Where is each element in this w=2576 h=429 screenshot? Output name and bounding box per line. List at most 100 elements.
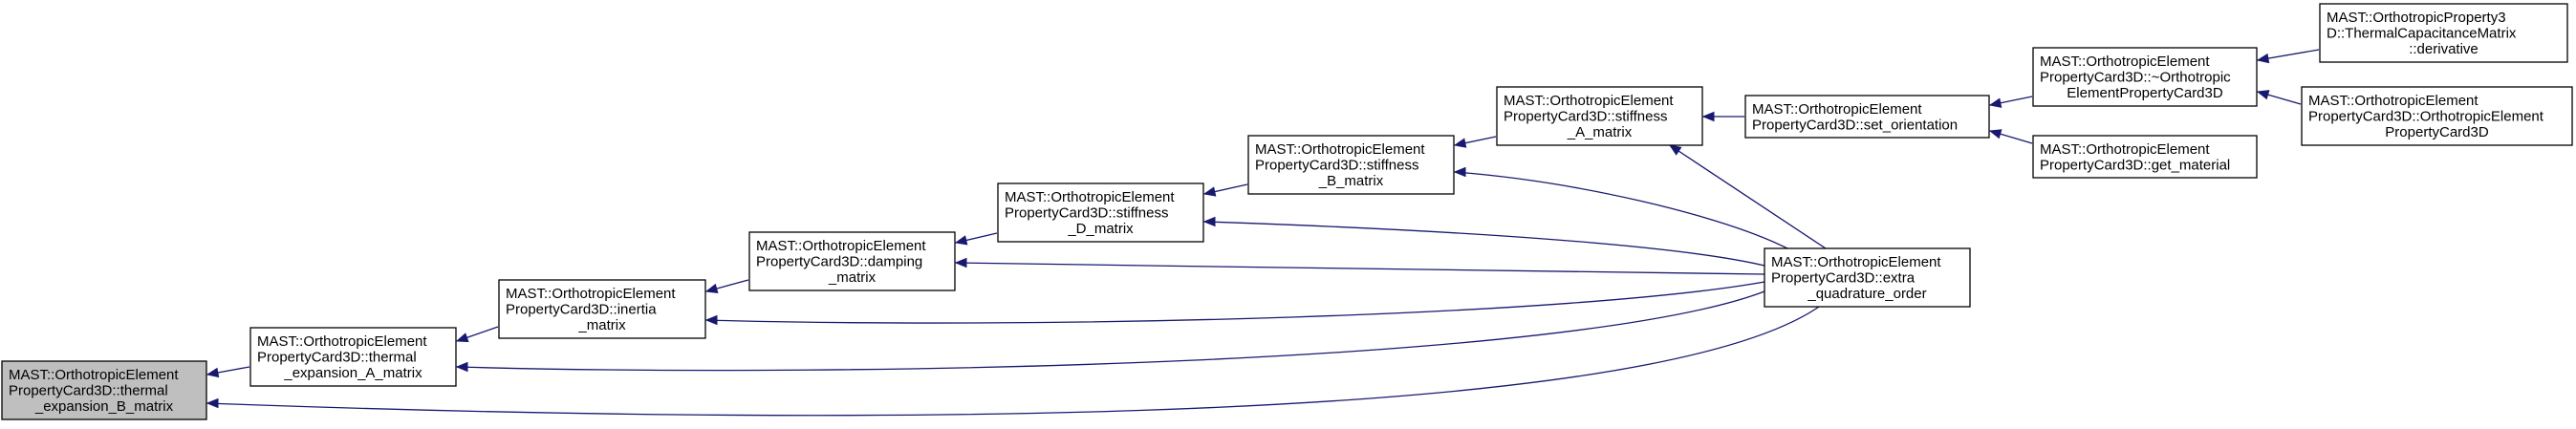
arrowhead (704, 314, 718, 326)
node-box (1744, 95, 1990, 139)
node-label-line: PropertyCard3D::~Orthotropic (2040, 70, 2231, 86)
node-label-line: PropertyCard3D::stiffness (1255, 158, 1418, 174)
edge-n4-n5 (1202, 183, 1248, 197)
edge-n4-n8 (1202, 216, 1765, 267)
graph-node[interactable]: MAST::OrthotropicElementPropertyCard3D::… (997, 182, 1204, 243)
node-label-line: _A_matrix (1567, 124, 1633, 140)
node-box (2319, 3, 2568, 63)
node-box (1764, 247, 1971, 308)
arrowhead (1988, 129, 2002, 139)
arrowhead (1701, 111, 1715, 122)
graph-node[interactable]: MAST::OrthotropicElementPropertyCard3D::… (748, 231, 956, 291)
edge-n3-n4 (954, 232, 998, 246)
arrowhead (206, 367, 220, 378)
node-box (249, 327, 457, 387)
edge-n1-n2 (455, 326, 499, 343)
arrowhead (1202, 216, 1216, 227)
edge-n9-n12 (2256, 90, 2302, 105)
node-box (2301, 86, 2573, 146)
edge-line (206, 306, 1820, 417)
node-label-line: PropertyCard3D::stiffness (1504, 109, 1667, 125)
node-label-line: _D_matrix (1067, 221, 1134, 237)
arrowhead (704, 283, 719, 294)
node-label-line: MAST::OrthotropicElement (2040, 54, 2210, 70)
node-box (2032, 135, 2258, 179)
edge-line (955, 262, 1765, 275)
graph-node[interactable]: MAST::OrthotropicElementPropertyCard3D::… (2032, 47, 2258, 107)
graph-node[interactable]: MAST::OrthotropicElementPropertyCard3D::… (249, 327, 457, 387)
node-label-line: _quadrature_order (1807, 286, 1926, 302)
graph-node[interactable]: MAST::OrthotropicElementPropertyCard3D::… (498, 279, 706, 339)
node-box (498, 279, 706, 339)
graph-node[interactable]: MAST::OrthotropicElementPropertyCard3D::… (1764, 247, 1971, 308)
node-layer: MAST::OrthotropicElementPropertyCard3D::… (1, 3, 2573, 420)
edge-n6-n8 (1668, 144, 1827, 249)
edge-layer (206, 49, 2320, 417)
node-label-line: MAST::OrthotropicElement (1005, 189, 1175, 205)
node-label-line: _matrix (577, 317, 626, 333)
node-box (748, 231, 956, 291)
graph-node[interactable]: MAST::OrthotropicElementPropertyCard3D::… (2032, 135, 2258, 179)
edge-line (1669, 144, 1827, 249)
node-label-line: MAST::OrthotropicElement (756, 238, 926, 254)
node-label-line: PropertyCard3D::inertia (506, 302, 657, 318)
edge-n6-n7 (1701, 111, 1744, 122)
arrowhead (206, 397, 219, 409)
edge-n1-n8 (455, 290, 1765, 373)
graph-node[interactable]: MAST::OrthotropicElementPropertyCard3D::… (1496, 86, 1703, 146)
node-label-line: PropertyCard3D::damping (756, 254, 922, 270)
node-label-line: MAST::OrthotropicProperty3 (2327, 10, 2506, 26)
node-label-line: PropertyCard3D::extra (1771, 270, 1916, 287)
node-label-line: PropertyCard3D::stiffness (1005, 205, 1168, 222)
edge-line (456, 290, 1765, 372)
edge-line (1454, 171, 1788, 249)
edge-n3-n8 (954, 257, 1765, 275)
edge-n2-n8 (704, 281, 1765, 326)
node-box (1496, 86, 1703, 146)
node-label-line: PropertyCard3D::thermal (9, 383, 168, 399)
edge-n2-n3 (704, 279, 749, 294)
arrowhead (455, 361, 468, 373)
node-label-line: _expansion_B_matrix (34, 398, 174, 415)
graph-node[interactable]: MAST::OrthotropicElementPropertyCard3D::… (1247, 135, 1455, 195)
root-node: MAST::OrthotropicElementPropertyCard3D::… (1, 360, 207, 420)
node-label-line: MAST::OrthotropicElement (9, 367, 179, 383)
node-label-line: _B_matrix (1318, 173, 1384, 189)
node-label-line: _expansion_A_matrix (283, 365, 422, 381)
node-label-line: PropertyCard3D::OrthotropicElement (2308, 109, 2544, 125)
edge-n9-n11 (2256, 49, 2320, 64)
arrowhead (954, 257, 967, 268)
graph-node[interactable]: MAST::OrthotropicProperty3D::ThermalCapa… (2319, 3, 2568, 63)
node-label-line: ::derivative (2409, 41, 2479, 57)
node-label-line: D::ThermalCapacitanceMatrix (2327, 26, 2517, 42)
node-label-line: MAST::OrthotropicElement (1504, 93, 1674, 109)
edge-n0-n8 (206, 306, 1820, 417)
node-label-line: MAST::OrthotropicElement (2308, 93, 2479, 109)
edge-n7-n9 (1988, 96, 2033, 108)
node-label-line: MAST::OrthotropicElement (2040, 141, 2210, 158)
node-label-line: MAST::OrthotropicElement (1752, 101, 1922, 118)
node-label-line: PropertyCard3D::get_material (2040, 157, 2230, 173)
arrowhead (954, 235, 968, 246)
arrowhead (1202, 186, 1217, 197)
arrowhead (1668, 144, 1682, 156)
arrowhead (1988, 97, 2002, 108)
arrowhead (2256, 53, 2270, 64)
node-label-line: PropertyCard3D::set_orientation (1752, 117, 1958, 133)
node-box (997, 182, 1204, 243)
node-label-line: PropertyCard3D (2385, 124, 2489, 140)
node-label-line: MAST::OrthotropicElement (1771, 254, 1941, 270)
graph-node[interactable]: MAST::OrthotropicElementPropertyCard3D::… (2301, 86, 2573, 146)
edge-n0-n1 (206, 366, 250, 378)
graph-node[interactable]: MAST::OrthotropicElementPropertyCard3D::… (1744, 95, 1990, 139)
arrowhead (1453, 166, 1466, 178)
node-label-line: PropertyCard3D::thermal (257, 350, 417, 366)
edge-n5-n6 (1453, 136, 1497, 148)
edge-line (705, 281, 1765, 324)
node-box (1, 360, 207, 420)
arrowhead (455, 332, 469, 343)
arrowhead (1453, 138, 1467, 148)
edge-line (1203, 221, 1765, 267)
node-label-line: _matrix (828, 269, 877, 286)
